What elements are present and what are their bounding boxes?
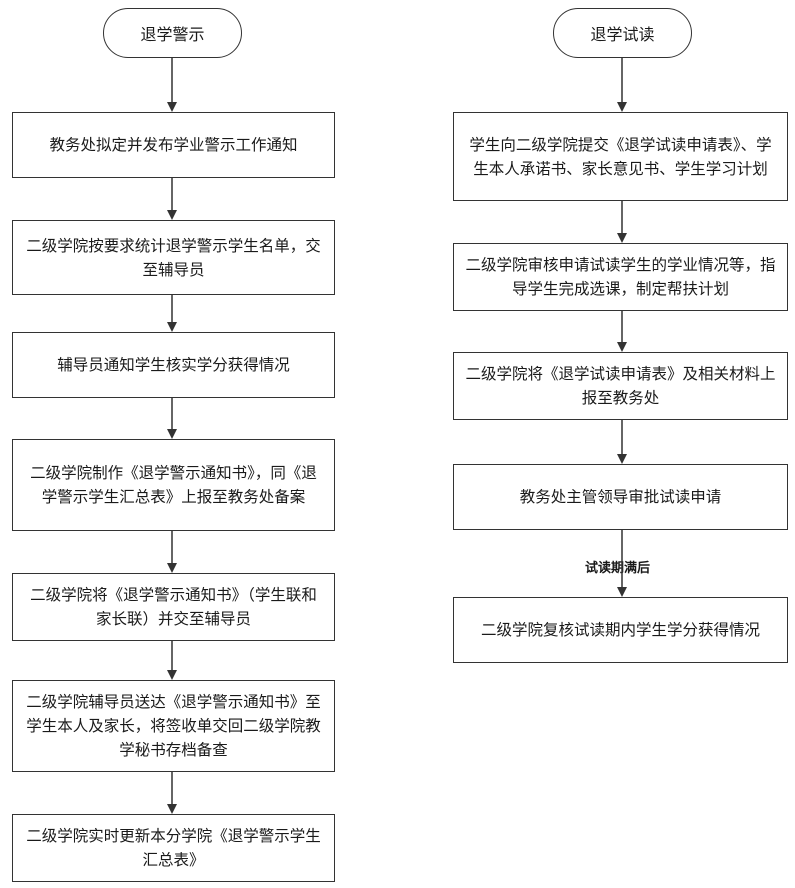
left-step-6: 二级学院辅导员送达《退学警示通知书》至学生本人及家长，将签收单交回二级学院教学秘…	[12, 680, 335, 772]
start-node-withdrawal-warning: 退学警示	[103, 8, 242, 58]
right-step-3: 二级学院将《退学试读申请表》及相关材料上报至教务处	[453, 352, 788, 420]
step-text: 学生向二级学院提交《退学试读申请表》、学生本人承诺书、家长意见书、学生学习计划	[469, 135, 772, 178]
left-step-2: 二级学院按要求统计退学警示学生名单，交至辅导员	[12, 220, 335, 295]
left-step-4: 二级学院制作《退学警示通知书》，同《退学警示学生汇总表》上报至教务处备案	[12, 439, 335, 531]
step-text: 二级学院审核申请试读学生的学业情况等，指导学生完成选课，制定帮扶计划	[465, 256, 776, 298]
start-node-probation: 退学试读	[553, 8, 692, 58]
right-step-2: 二级学院审核申请试读学生的学业情况等，指导学生完成选课，制定帮扶计划	[453, 243, 788, 311]
step-text: 辅导员通知学生核实学分获得情况	[57, 356, 290, 374]
right-step-5: 二级学院复核试读期内学生学分获得情况	[453, 597, 788, 663]
step-text: 二级学院按要求统计退学警示学生名单，交至辅导员	[26, 236, 321, 279]
right-step-4: 教务处主管领导审批试读申请	[453, 464, 788, 530]
step-text: 二级学院辅导员送达《退学警示通知书》至学生本人及家长，将签收单交回二级学院教学秘…	[26, 693, 321, 759]
left-step-7: 二级学院实时更新本分学院《退学警示学生汇总表》	[12, 814, 335, 882]
step-text: 二级学院将《退学警示通知书》（学生联和家长联）并交至辅导员	[30, 586, 317, 628]
start-node-label: 退学试读	[590, 25, 655, 44]
step-text: 教务处主管领导审批试读申请	[519, 488, 722, 506]
step-text: 二级学院复核试读期内学生学分获得情况	[480, 621, 760, 639]
right-step-1: 学生向二级学院提交《退学试读申请表》、学生本人承诺书、家长意见书、学生学习计划	[453, 112, 788, 201]
step-text: 二级学院将《退学试读申请表》及相关材料上报至教务处	[465, 365, 776, 407]
step-text: 二级学院制作《退学警示通知书》，同《退学警示学生汇总表》上报至教务处备案	[30, 464, 317, 506]
step-text: 教务处拟定并发布学业警示工作通知	[49, 136, 298, 154]
left-step-1: 教务处拟定并发布学业警示工作通知	[12, 112, 335, 178]
left-step-5: 二级学院将《退学警示通知书》（学生联和家长联）并交至辅导员	[12, 573, 335, 641]
start-node-label: 退学警示	[140, 25, 205, 44]
step-text: 二级学院实时更新本分学院《退学警示学生汇总表》	[26, 827, 321, 869]
left-step-3: 辅导员通知学生核实学分获得情况	[12, 332, 335, 398]
edge-label-after-probation: 试读期满后	[585, 561, 651, 576]
